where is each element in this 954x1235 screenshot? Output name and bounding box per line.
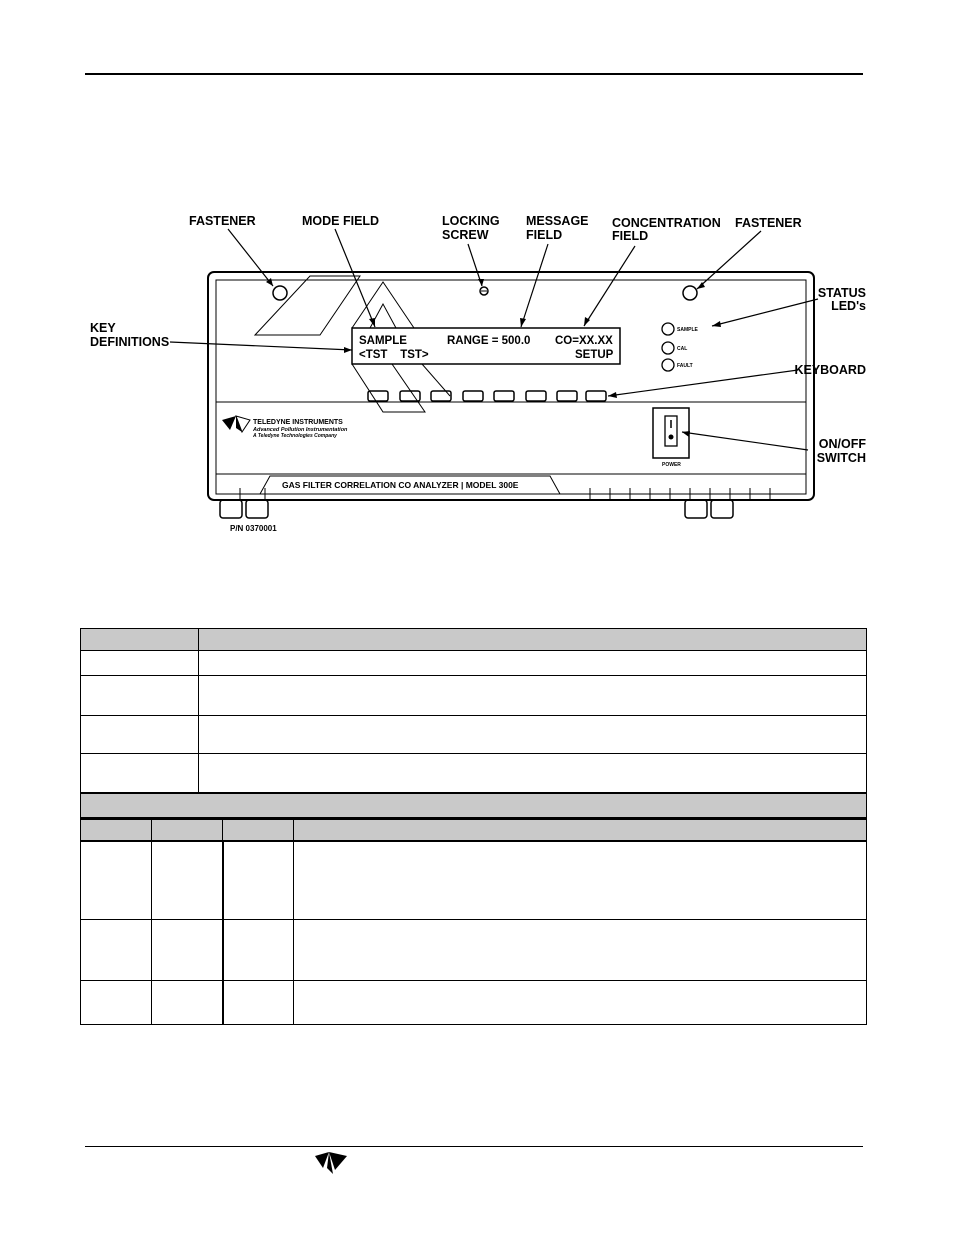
table-row (80, 675, 867, 716)
key-8[interactable] (585, 390, 607, 402)
display-concentration: CO=XX.XX (555, 335, 613, 347)
table-section-header (80, 793, 867, 818)
field-definitions-table (80, 628, 867, 793)
table-row (80, 840, 867, 920)
key-5[interactable] (493, 390, 515, 402)
foot-right (684, 499, 708, 519)
display-setup: SETUP (575, 349, 614, 361)
reflection-facet (253, 275, 361, 336)
display-key-definitions: <TST TST> (359, 349, 429, 361)
table-header-row (80, 628, 867, 651)
callout-status-leds-2: LED's (831, 299, 866, 313)
callout-key-definitions-1: KEY (90, 321, 116, 335)
table-row (80, 918, 867, 981)
teledyne-footer-logo-icon (315, 1152, 347, 1174)
vent-ticks (239, 488, 771, 500)
table-header-row (80, 818, 867, 842)
foot-right-inner (710, 499, 734, 519)
callout-concentration-field-2: FIELD (612, 229, 648, 243)
leader-lines (169, 228, 819, 451)
led-sample (661, 322, 675, 336)
callout-keyboard: KEYBOARD (794, 363, 866, 377)
callout-fastener-left: FASTENER (189, 214, 256, 228)
locking-screw (479, 286, 489, 296)
callout-fastener-right: FASTENER (735, 216, 802, 230)
chassis-inner (215, 279, 807, 495)
chassis-outline (207, 271, 815, 501)
signal-table (80, 628, 867, 1025)
foot-left (219, 499, 243, 519)
callout-message-field-1: MESSAGE (526, 214, 589, 228)
display-window (351, 327, 621, 365)
callout-locking-screw-1: LOCKING (442, 214, 500, 228)
foot-left-inner (245, 499, 269, 519)
footer-rule (85, 1146, 863, 1147)
key-6[interactable] (525, 390, 547, 402)
callout-on-off-2: SWITCH (817, 451, 866, 465)
table-row (80, 715, 867, 754)
fastener-right (682, 285, 698, 301)
key-2[interactable] (399, 390, 421, 402)
led-cal-label: CAL (677, 346, 687, 352)
led-cal (661, 341, 675, 355)
fastener-left (272, 285, 288, 301)
reflection-facet (351, 363, 426, 413)
front-panel-diagram: GAS FILTER CORRELATION CO ANALYZER | MOD… (90, 214, 867, 533)
led-status-table (80, 793, 867, 818)
callout-mode-field: MODE FIELD (302, 214, 379, 228)
callout-status-leds-1: STATUS (818, 286, 866, 300)
led-fault-label: FAULT (677, 363, 693, 369)
callout-key-definitions-2: DEFINITIONS (90, 335, 169, 349)
key-3[interactable] (430, 390, 452, 402)
callout-concentration-field-1: CONCENTRATION (612, 216, 721, 230)
led-sample-label: SAMPLE (677, 327, 699, 333)
model-strip-label: GAS FILTER CORRELATION CO ANALYZER | MOD… (282, 480, 519, 490)
callout-locking-screw-2: SCREW (442, 228, 489, 242)
header-rule (85, 73, 863, 75)
brand-line2: Advanced Pollution Instrumentation (252, 427, 348, 433)
callout-message-field-2: FIELD (526, 228, 562, 242)
callout-on-off-1: ON/OFF (819, 437, 867, 451)
teledyne-logo-icon (222, 415, 251, 434)
table-row (80, 979, 867, 1025)
display-mode: SAMPLE (359, 335, 407, 347)
power-switch[interactable] (664, 415, 678, 447)
brand-line3: A Teledyne Technologies Company (252, 433, 337, 439)
key-1[interactable] (367, 390, 389, 402)
power-label: POWER (662, 462, 681, 468)
model-strip-outline (259, 475, 561, 495)
led-status-detail-table (80, 818, 867, 1025)
brand-name: TELEDYNE INSTRUMENTS (253, 419, 343, 426)
table-row (80, 650, 867, 676)
part-number: P/N 0370001 (230, 524, 277, 533)
keyboard (367, 390, 607, 402)
table-row (80, 753, 867, 793)
key-4[interactable] (462, 390, 484, 402)
display-message: RANGE = 500.0 (447, 335, 530, 347)
vent-strip (215, 473, 807, 495)
reflection-facet (351, 281, 415, 329)
leader-arrowheads (266, 278, 721, 437)
led-fault (661, 358, 675, 372)
key-7[interactable] (556, 390, 578, 402)
